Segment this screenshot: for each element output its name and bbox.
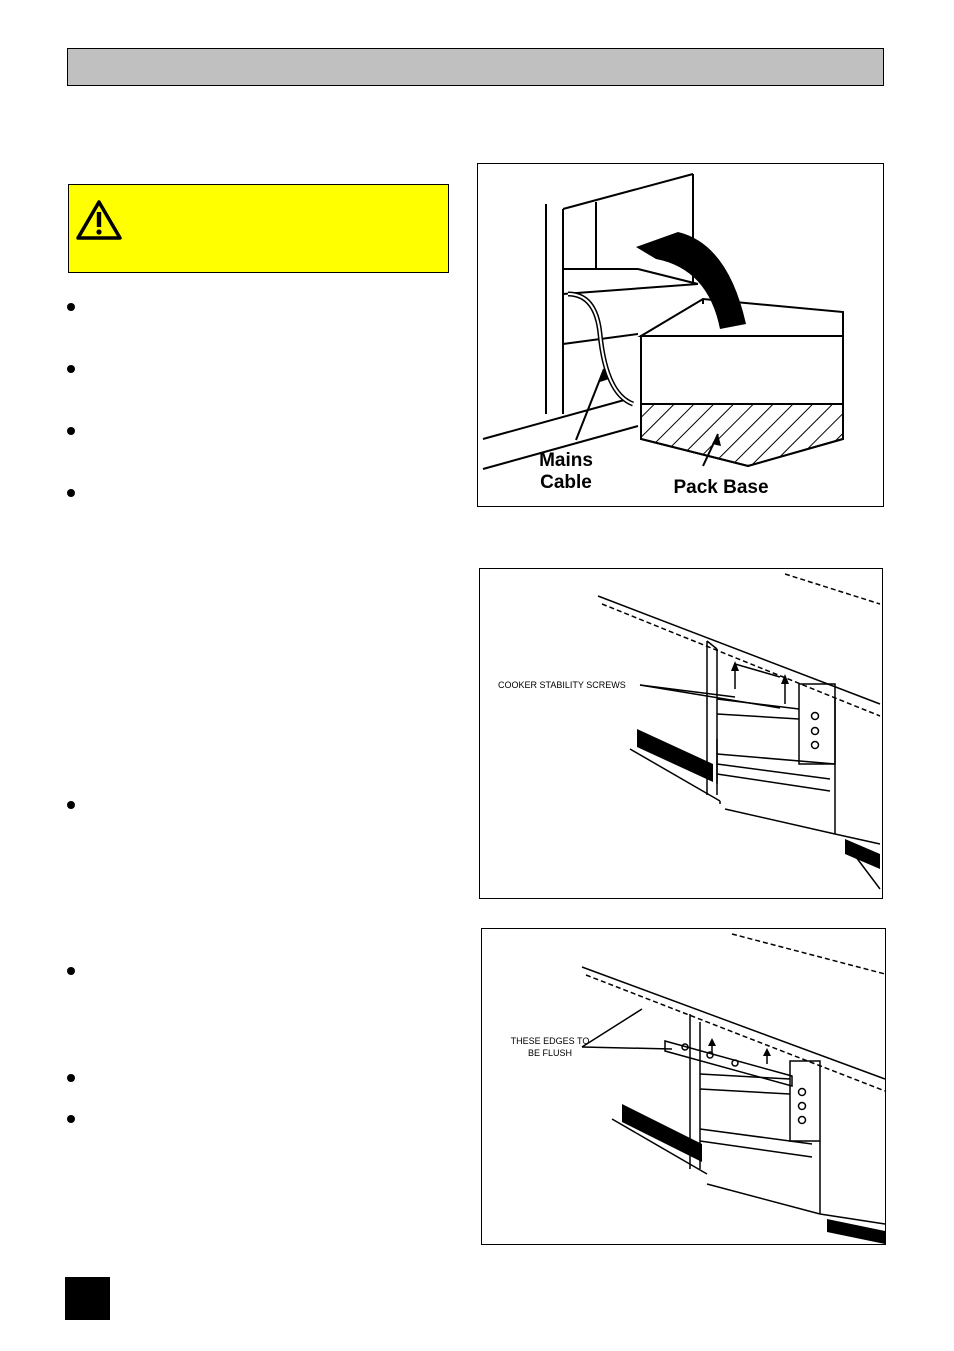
label-these-edges-to: THESE EDGES TO [511,1036,590,1046]
pack-base-illustration: Mains Cable Pack Base [482,173,844,498]
label-mains-cable-2: Cable [540,472,592,493]
bullet [67,427,75,435]
label-pack-base: Pack Base [673,477,768,498]
bullet [67,489,75,497]
label-mains-cable: Mains [539,450,593,471]
bullet [67,303,75,311]
label-be-flush: BE FLUSH [528,1048,572,1058]
bullet [67,1074,75,1082]
figure-pack-base: Mains Cable Pack Base [477,163,884,507]
figure-stability-screws: COOKER STABILITY SCREWS [479,568,883,899]
bullet [67,365,75,373]
page-number-box [65,1277,110,1320]
stability-screws-illustration: COOKER STABILITY SCREWS [498,573,881,890]
warning-box [68,184,449,273]
label-cooker-stability-screws: COOKER STABILITY SCREWS [498,680,626,690]
bullet [67,1115,75,1123]
bullet [67,801,75,809]
bullet [67,967,75,975]
warning-triangle-icon [76,200,122,240]
section-header-bar [67,48,884,86]
flush-edges-illustration: THESE EDGES TO BE FLUSH [511,933,886,1244]
figure-flush-edges: THESE EDGES TO BE FLUSH [481,928,886,1245]
